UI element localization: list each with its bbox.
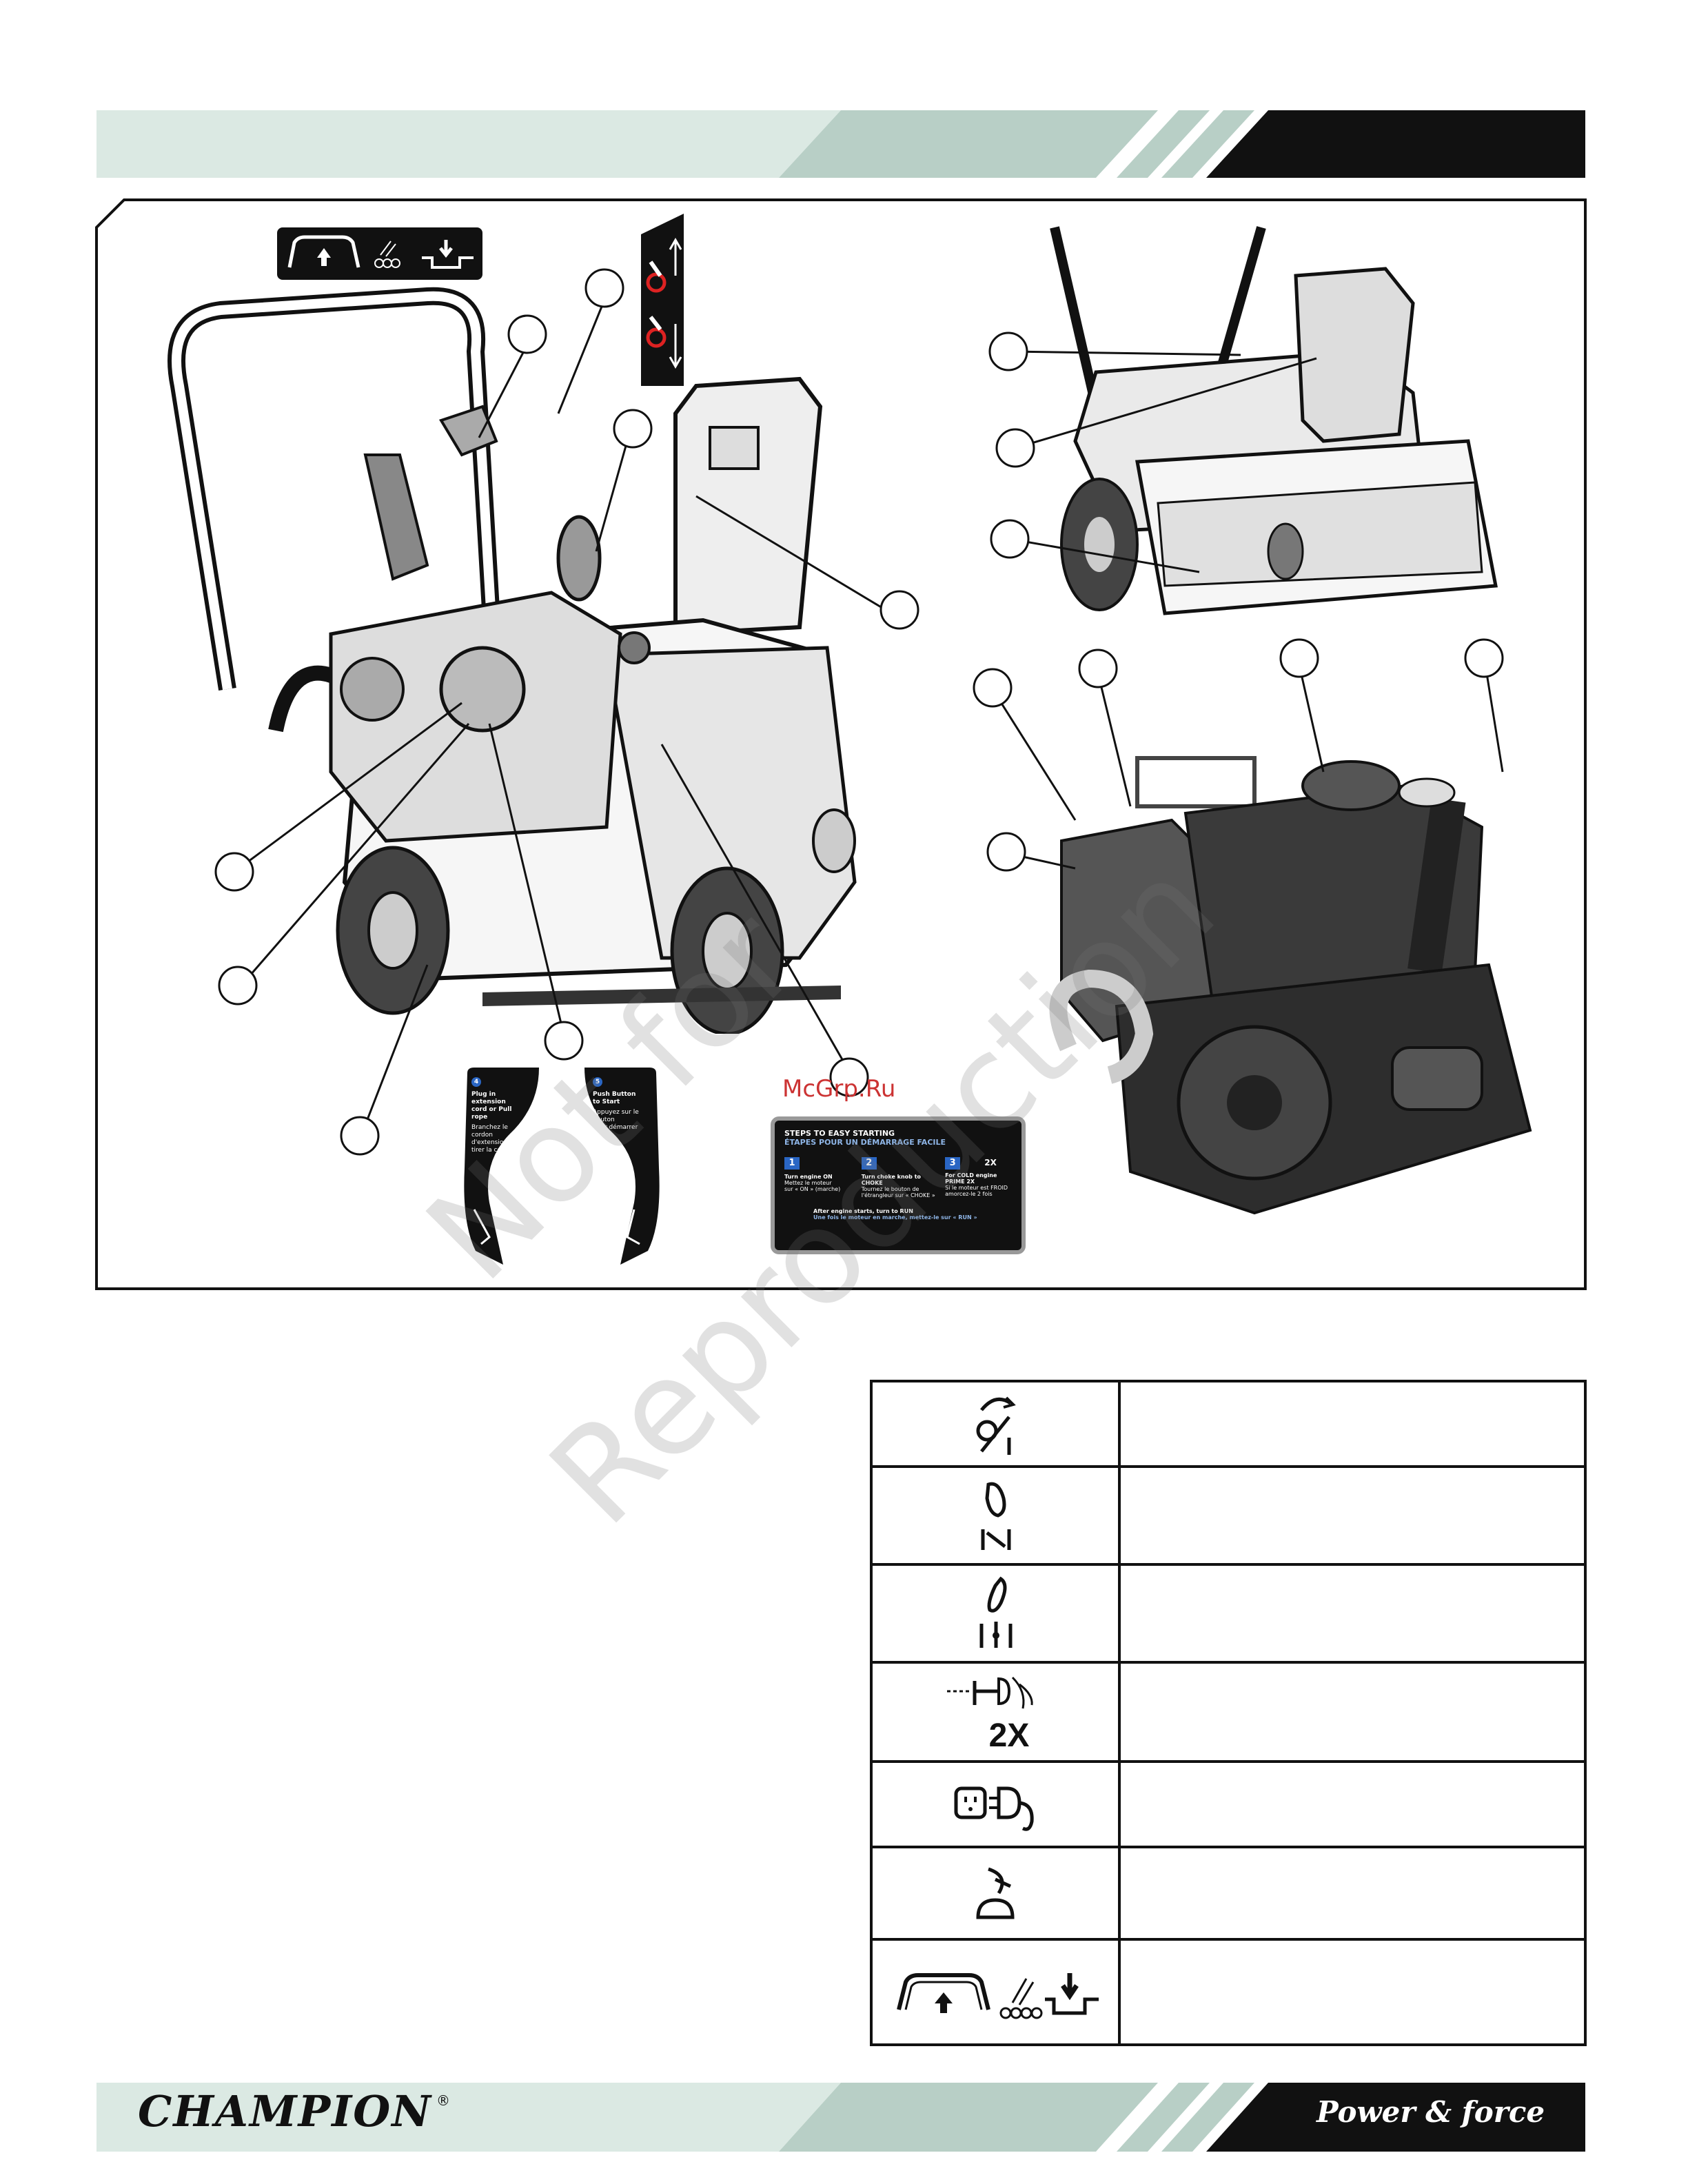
symbol-row [873,1566,1584,1664]
run-icon [979,1576,1013,1648]
easy-start-step-line: sur « ON » (marche) [784,1186,841,1192]
easy-start-step-line: Mettez le moteur [784,1180,832,1186]
snow-thrower-front-illustration [167,287,857,1034]
easy-start-step-line: l'étrangleur sur « CHOKE » [861,1192,935,1198]
easy-start-step-line: For COLD engine [945,1172,997,1178]
left-decal-line: tirer la corde [471,1147,511,1154]
symbol-description [1121,1848,1584,1938]
header-band [96,110,1585,178]
engine-illustration [1049,756,1532,1215]
easy-start-footer-fr: Une fois le moteur en marche, mettez-le … [813,1214,977,1221]
footer-band [96,2083,1585,2152]
prime-badge: 2X [984,1158,997,1167]
symbol-row [873,1941,1584,2044]
left-decal-line: d'extension ou [471,1139,518,1146]
symbol-icon-cell [873,1566,1121,1661]
easy-start-step-line: Si le moteur est FROID [945,1185,1008,1191]
easy-start-step-number: 2 [861,1157,877,1170]
easy-start-footer-en: After engine starts, turn to RUN [813,1208,913,1214]
symbol-icon-cell [873,1848,1121,1938]
easy-start-step-line: Tournez le bouton de [861,1186,919,1192]
ignition-on-off-icon [976,1396,1016,1455]
slogan: Power & force [1316,2095,1545,2129]
symbol-description [1121,1566,1584,1661]
handle-icon [287,235,360,268]
easy-start-step-line: PRIME 2X [945,1178,975,1185]
symbol-icon-cell [873,1382,1121,1465]
left-decal-line: cord or Pull rope [471,1106,512,1121]
right-decal-line: to Start [593,1099,620,1105]
easy-start-step-line: amorcez-le 2 fois [945,1191,993,1197]
watermark-site: McGrp.Ru [782,1075,896,1103]
symbol-icon-cell [873,1763,1121,1846]
right-decal-step-number: 5 [593,1077,602,1087]
snow-thrower-rear-illustration [1050,226,1498,615]
right-decal-line: pour démarrer [593,1124,638,1131]
engage-icon [422,240,474,269]
choke-up-arrow-icon [646,237,682,293]
auger-icon [374,241,400,268]
symbol-row: 2X [873,1664,1584,1763]
symbol-description [1121,1941,1584,2044]
easy-start-title-fr: ÉTAPES POUR UN DÉMARRAGE FACILE [784,1138,946,1147]
symbol-icon-cell [873,1468,1121,1563]
primer-count: 2X [988,1717,1030,1754]
easy-start-step-number: 3 [945,1157,961,1170]
start-decal-right: 5 Push Button to Start Appuyez sur le bo… [579,1065,662,1272]
symbols-table: 2X [870,1380,1587,2046]
easy-start-decal: STEPS TO EASY STARTING ÉTAPES POUR UN DÉ… [771,1116,1026,1254]
left-decal-step-number: 4 [471,1077,481,1087]
brand-logo: CHAMPION ® [138,2086,450,2136]
diagram-frame [95,198,1587,1290]
right-decal-line: Appuyez sur le bouton [593,1109,639,1123]
symbol-row [873,1468,1584,1566]
symbol-description [1121,1763,1584,1846]
easy-start-step-line: Turn engine ON [784,1174,833,1180]
symbol-description [1121,1382,1584,1465]
symbol-row [873,1763,1584,1848]
top-decal [277,227,482,280]
choke-icon [981,1482,1011,1550]
push-button-icon [976,1867,1015,1919]
registered-mark: ® [436,2092,450,2109]
symbol-row [873,1848,1584,1941]
right-decal-line: Push Button [593,1091,636,1098]
primer-icon [947,1676,1033,1709]
symbol-description [1121,1468,1584,1563]
easy-start-step-line: Turn choke knob to CHOKE [861,1174,922,1186]
brand-name: CHAMPION [138,2086,432,2136]
electric-plug-icon [954,1786,1034,1831]
symbol-icon-cell: 2X [873,1664,1121,1760]
easy-start-title-en: STEPS TO EASY STARTING [784,1129,895,1138]
left-decal-line: Plug in extension [471,1091,506,1105]
symbol-icon-cell [873,1941,1121,2044]
callout-leaders [214,268,1504,1156]
symbol-row [873,1382,1584,1468]
auger-control-icon [897,1973,1099,2019]
start-decal-left: 4 Plug in extension cord or Pull rope Br… [462,1065,545,1272]
easy-start-step-number: 1 [784,1157,800,1170]
left-decal-line: Branchez le cordon [471,1124,508,1139]
choke-decal [641,214,684,386]
choke-down-arrow-icon [646,316,682,369]
